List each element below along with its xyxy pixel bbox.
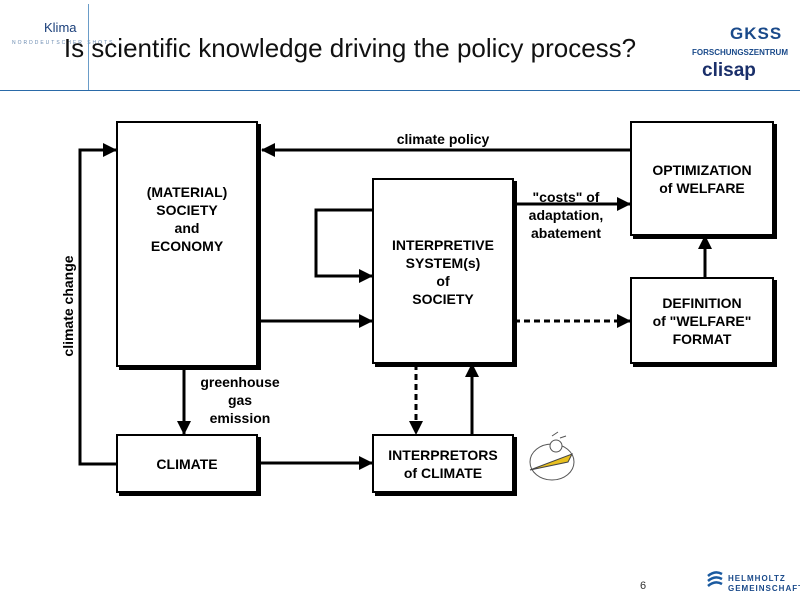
helmholtz-logo: HELMHOLTZ GEMEINSCHAFT [728, 574, 800, 593]
clisap-logo: clisap [702, 60, 756, 81]
label-costs: "costs" of adaptation, abatement [528, 189, 604, 241]
header-vertical-rule [88, 4, 89, 90]
box-optimization-welfare: OPTIMIZATION of WELFARE [630, 121, 774, 236]
label-greenhouse: greenhouse gas emission [200, 374, 280, 426]
arrow-climate-change [78, 143, 117, 466]
box-interpretors-climate: INTERPRETORS of CLIMATE [372, 434, 514, 493]
gkss-logo: GKSS [730, 24, 783, 43]
gkss-logo-subtext: FORSCHUNGSZENTRUM [692, 48, 788, 57]
label-climate-change: climate change [60, 255, 76, 357]
page-number: 6 [640, 580, 647, 592]
scientist-cartoon-icon [529, 431, 575, 481]
label-climate-policy: climate policy [396, 131, 490, 147]
box-interpretive-system: INTERPRETIVE SYSTEM(s) of SOCIETY [372, 178, 514, 364]
box-definition-welfare: DEFINITION of "WELFARE" FORMAT [630, 277, 774, 364]
klima-logo-text: Klima [44, 20, 77, 35]
klima-logo-subtext: NORDDEUTSCHER SHOTS [12, 40, 115, 46]
slide-title: Is scientific knowledge driving the poli… [63, 33, 637, 63]
arrow-interpretive-loop [314, 208, 373, 283]
box-climate: CLIMATE [116, 434, 258, 493]
helmholtz-icon [706, 570, 724, 590]
box-society-economy: (MATERIAL) SOCIETY and ECONOMY [116, 121, 258, 367]
header-rule [0, 90, 800, 91]
